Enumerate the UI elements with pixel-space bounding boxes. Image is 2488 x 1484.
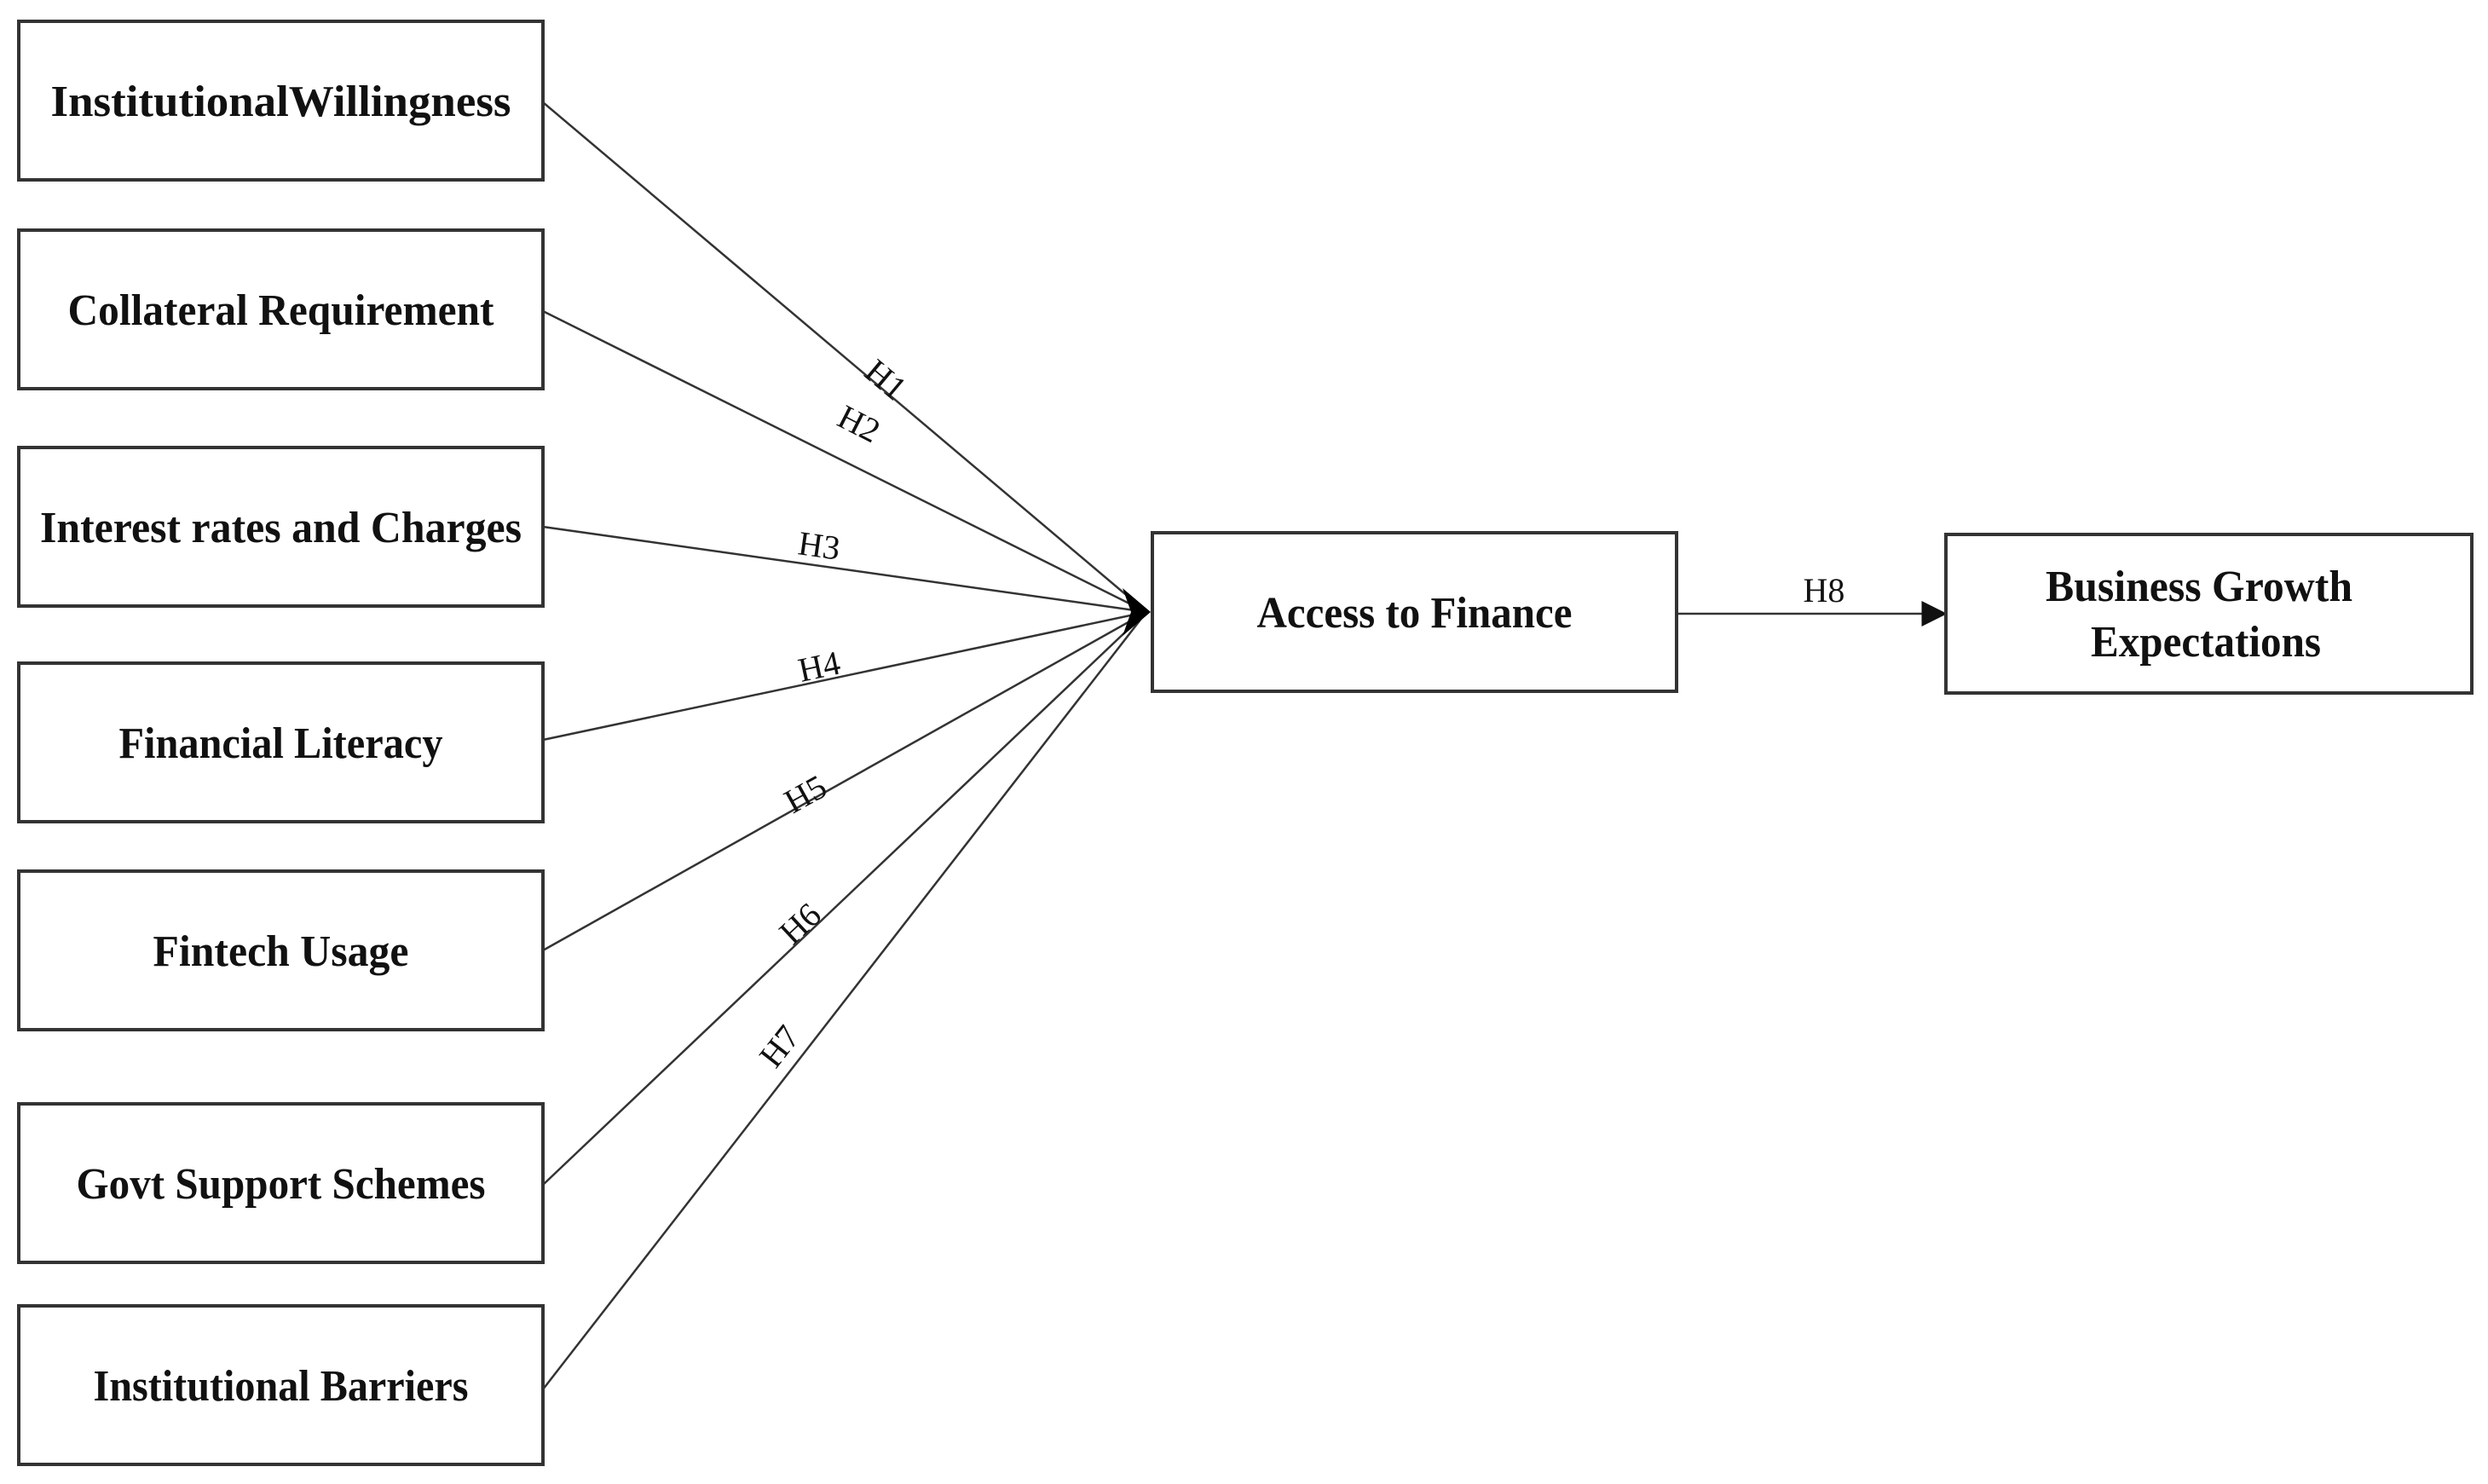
edge-h4 [542,610,1147,742]
outcome-edge: H8 [1677,571,1948,627]
outcome-label-line-2: Expectations [2091,618,2321,667]
predictor-box-1: InstitutionalWillingness [17,20,545,182]
mediator-box: Access to Finance [1151,531,1678,693]
edge-h2 [542,309,1147,614]
label-h5: H5 [778,767,834,821]
outcome-box: Business Growth Expectations [1944,533,2474,695]
predictor-box-3: Interest rates and Charges [17,446,545,608]
predictor-box-7: Institutional Barriers [17,1304,545,1466]
label-h2: H2 [832,397,886,450]
label-h7: H7 [752,1018,808,1074]
mediator-label: Access to Finance [1257,589,1573,638]
convergence-arrowhead [1123,588,1151,636]
predictor-label: Fintech Usage [153,927,409,976]
edge-h7 [542,611,1147,1390]
predictor-box-4: Financial Literacy [17,661,545,823]
predictor-box-6: Govt Support Schemes [17,1102,545,1264]
predictor-box-5: Fintech Usage [17,869,545,1031]
predictor-label: Financial Literacy [119,719,443,768]
edge-h3 [542,525,1147,614]
outcome-label-line-1: Business Growth [2046,563,2352,611]
edge-h6 [542,611,1147,1186]
edge-h1 [542,101,1147,613]
predictor-box-2: Collateral Requirement [17,228,545,390]
edge-h5 [542,610,1147,952]
label-h8: H8 [1804,571,1845,609]
predictor-label: InstitutionalWillingness [51,78,511,126]
predictor-edges [542,101,1151,1390]
predictor-label: Collateral Requirement [68,286,495,335]
predictor-label: Govt Support Schemes [77,1160,486,1209]
predictor-label: Institutional Barriers [94,1362,469,1411]
label-h3: H3 [796,523,843,567]
hypothesis-labels: H1 H2 H3 H4 H5 H6 H7 [752,351,915,1074]
label-h1: H1 [857,351,914,407]
label-h4: H4 [795,644,844,690]
predictor-label: Interest rates and Charges [40,504,522,552]
label-h6: H6 [771,895,828,951]
